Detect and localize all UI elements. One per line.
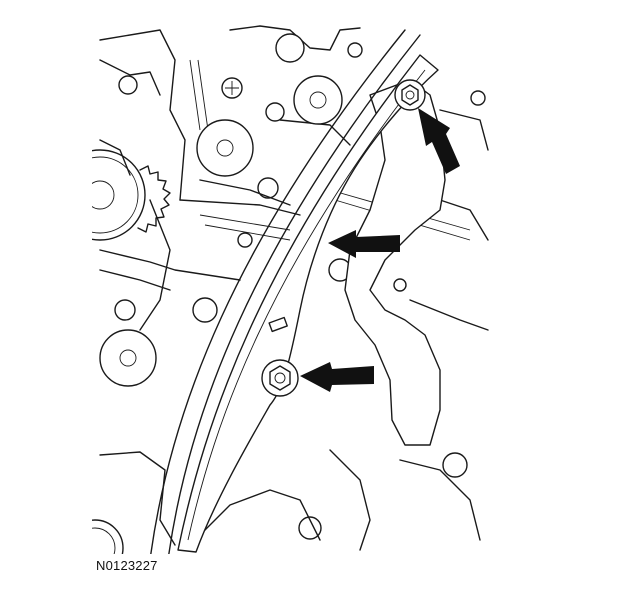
idler-pulleys <box>99 33 343 387</box>
crank-sprocket <box>92 519 124 554</box>
middle-arrow <box>328 230 400 258</box>
camshaft-sprocket <box>92 149 171 241</box>
chain-guide <box>177 54 439 553</box>
upper-guide-bolt <box>394 79 426 111</box>
engine-block-outline <box>99 25 489 551</box>
upper-bolt-arrow <box>418 108 460 174</box>
fastener-bolts <box>114 42 486 540</box>
lower-bolt-arrow <box>300 362 374 392</box>
figure-reference-code: N0123227 <box>96 558 158 573</box>
tensioner-arm <box>344 79 446 446</box>
timing-chain <box>150 29 421 554</box>
lower-guide-bolt <box>261 359 299 397</box>
